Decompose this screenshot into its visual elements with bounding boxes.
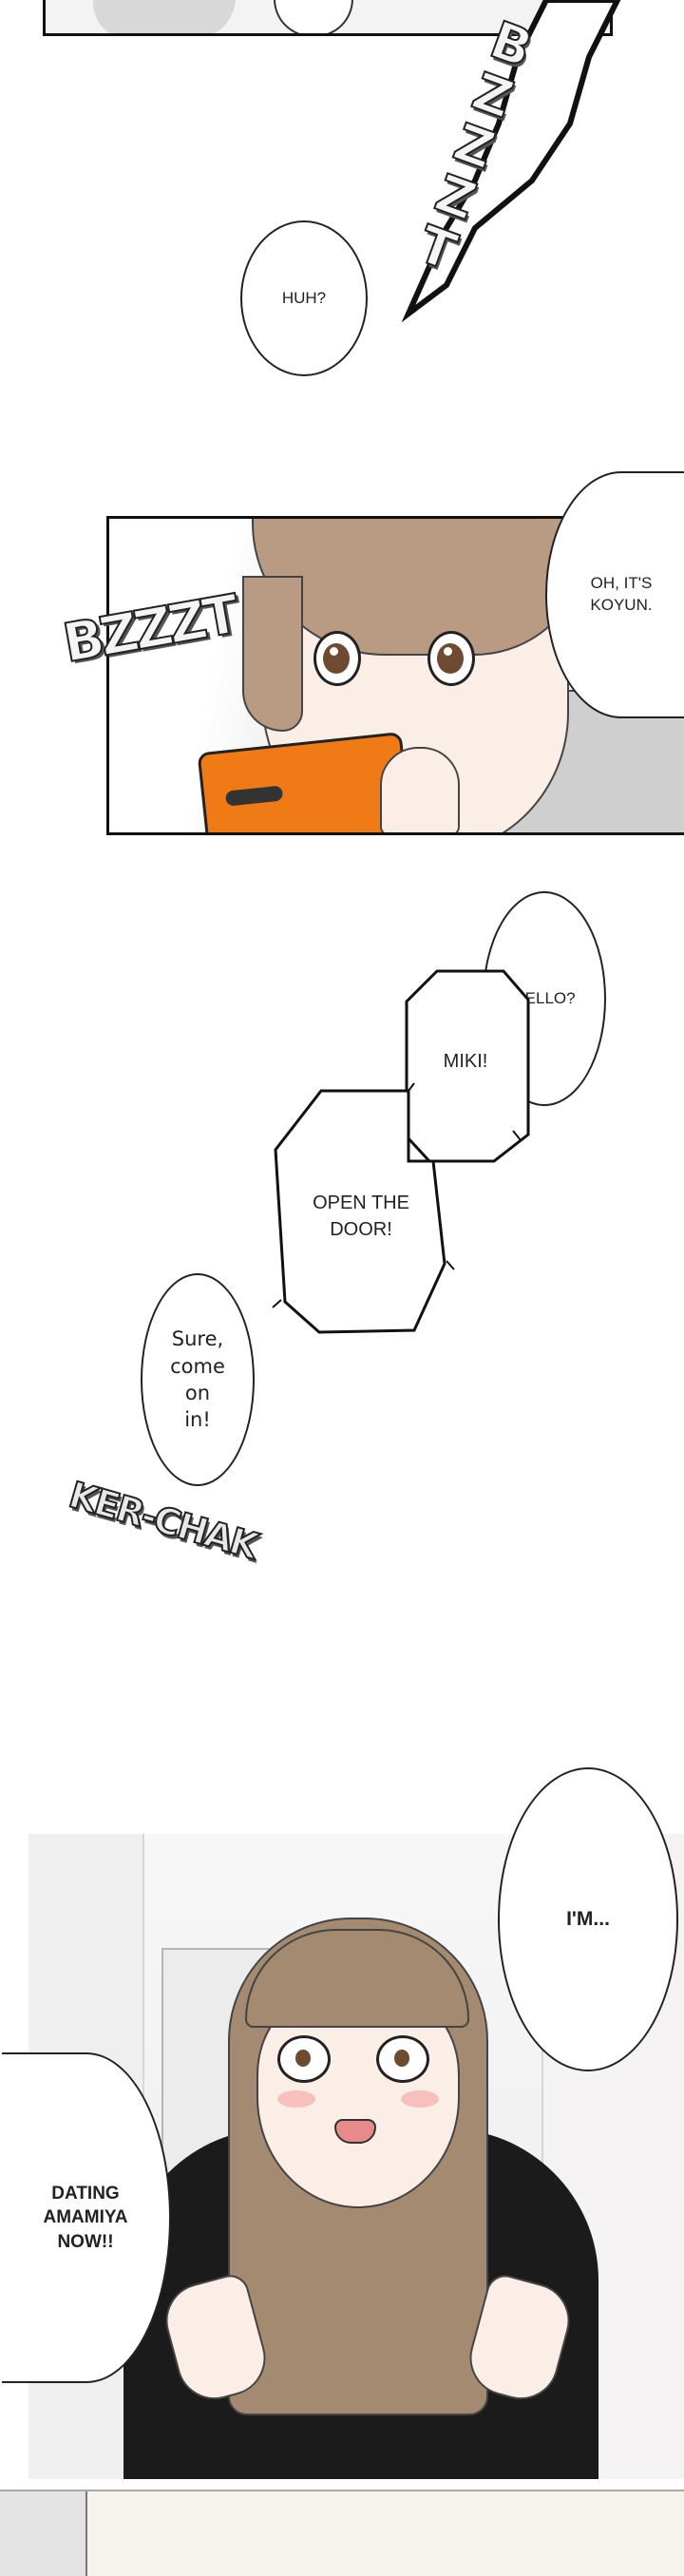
speech-text-koyun: OH, IT'S KOYUN. xyxy=(590,574,653,614)
voice-text-open-door: OPEN THE DOOR! xyxy=(313,1193,409,1240)
speech-bubble-im: I'M... xyxy=(498,1767,678,2071)
girl-left-eye xyxy=(277,2035,331,2083)
speech-text-sure: Sure, come on in! xyxy=(170,1327,225,1432)
speech-bubble-dating: DATING AMAMIYA NOW!! xyxy=(2,2052,171,2383)
blush-left xyxy=(277,2090,315,2108)
blush-right xyxy=(401,2090,439,2108)
bottom-partial-figure xyxy=(0,2491,87,2576)
hand xyxy=(380,747,460,832)
girl-right-eye xyxy=(376,2035,429,2083)
hair-strand-left xyxy=(242,576,303,732)
speech-text-huh: HUH? xyxy=(281,288,327,307)
buzz-sfx-shape xyxy=(401,0,621,323)
girl-bangs xyxy=(245,1929,469,2028)
speech-bubble-huh: HUH? xyxy=(240,220,368,376)
voice-text-miki: MIKI! xyxy=(443,1051,488,1072)
girl-mouth xyxy=(334,2119,376,2144)
top-panel-hair xyxy=(93,0,236,33)
bottom-partial-panel xyxy=(0,2490,684,2576)
speech-bubble-sure: Sure, come on in! xyxy=(141,1273,255,1486)
speech-text-im: I'M... xyxy=(566,1907,610,1930)
speech-text-dating: DATING AMAMIYA NOW!! xyxy=(43,2183,128,2252)
right-eye xyxy=(428,631,475,686)
left-eye xyxy=(314,631,361,686)
top-panel xyxy=(43,0,613,36)
phone-voice-frames xyxy=(272,969,530,1334)
kerchak-sfx: KER-CHAK xyxy=(64,1473,262,1568)
speech-bubble-koyun: OH, IT'S KOYUN. xyxy=(545,471,684,718)
